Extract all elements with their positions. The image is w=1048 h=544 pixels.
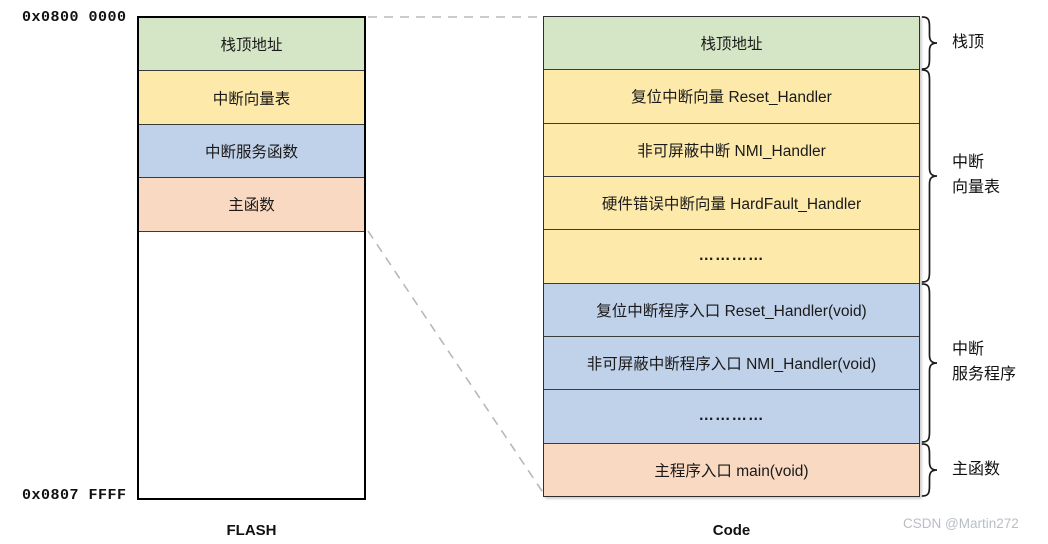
flash-box-title: FLASH xyxy=(226,522,277,539)
code-row-nmi-handler-entry: 非可屏蔽中断程序入口 NMI_Handler(void) xyxy=(544,336,919,391)
brace-isr-routines xyxy=(921,283,938,443)
code-row-reset-handler-entry: 复位中断程序入口 Reset_Handler(void) xyxy=(544,283,919,337)
code-row-label: 硬件错误中断向量 HardFault_Handler xyxy=(601,196,862,214)
flash-start-address: 0x0800 0000 xyxy=(22,9,127,26)
flash-unused-space xyxy=(139,231,364,498)
code-row-label: 非可屏蔽中断程序入口 NMI_Handler(void) xyxy=(586,356,877,374)
flash-row-vector-table: 中断向量表 xyxy=(139,71,364,125)
code-row-stack-top-address: 栈顶地址 xyxy=(544,17,919,71)
code-box: 栈顶地址 复位中断向量 Reset_Handler 非可屏蔽中断 NMI_Han… xyxy=(543,16,920,497)
flash-row-label: 中断向量表 xyxy=(212,90,291,108)
code-row-reset-vector: 复位中断向量 Reset_Handler xyxy=(544,70,919,124)
brace-main-function xyxy=(921,443,938,497)
code-row-label: 非可屏蔽中断 NMI_Handler xyxy=(637,142,826,160)
code-row-main-entry: 主程序入口 main(void) xyxy=(544,443,919,496)
brace-label-stack-top: 栈顶 xyxy=(952,33,985,51)
code-box-title: Code xyxy=(712,522,751,539)
code-row-vector-ellipsis: ………… xyxy=(544,230,919,284)
code-row-label: 复位中断向量 Reset_Handler xyxy=(631,89,832,107)
code-row-handler-ellipsis: ………… xyxy=(544,390,919,444)
brace-label-main-function: 主函数 xyxy=(952,460,1001,478)
flash-row-isr-functions: 中断服务函数 xyxy=(139,124,364,179)
flash-row-label: 栈顶地址 xyxy=(220,37,283,55)
flash-box: 栈顶地址 中断向量表 中断服务函数 主函数 xyxy=(137,16,366,500)
brace-stack-top xyxy=(921,16,938,70)
code-row-label: 主程序入口 main(void) xyxy=(654,462,809,480)
flash-end-address: 0x0807 FFFF xyxy=(22,487,127,504)
brace-label-isr-routines: 中断 服务程序 xyxy=(952,341,1017,383)
flash-row-stack-top-address: 栈顶地址 xyxy=(139,18,364,72)
code-row-nmi-vector: 非可屏蔽中断 NMI_Handler xyxy=(544,123,919,177)
brace-label-vector-table: 中断 向量表 xyxy=(952,154,1001,196)
brace-vector-table xyxy=(921,69,938,283)
flash-row-label: 中断服务函数 xyxy=(204,143,298,161)
code-row-label: 复位中断程序入口 Reset_Handler(void) xyxy=(596,302,867,320)
code-row-label: 栈顶地址 xyxy=(700,36,763,54)
flash-row-main-function: 主函数 xyxy=(139,178,364,232)
code-row-label: ………… xyxy=(698,247,765,265)
code-row-hardfault-vector: 硬件错误中断向量 HardFault_Handler xyxy=(544,176,919,231)
flash-row-label: 主函数 xyxy=(228,197,275,215)
csdn-watermark: CSDN @Martin272 xyxy=(903,516,1019,531)
code-row-label: ………… xyxy=(698,407,765,425)
